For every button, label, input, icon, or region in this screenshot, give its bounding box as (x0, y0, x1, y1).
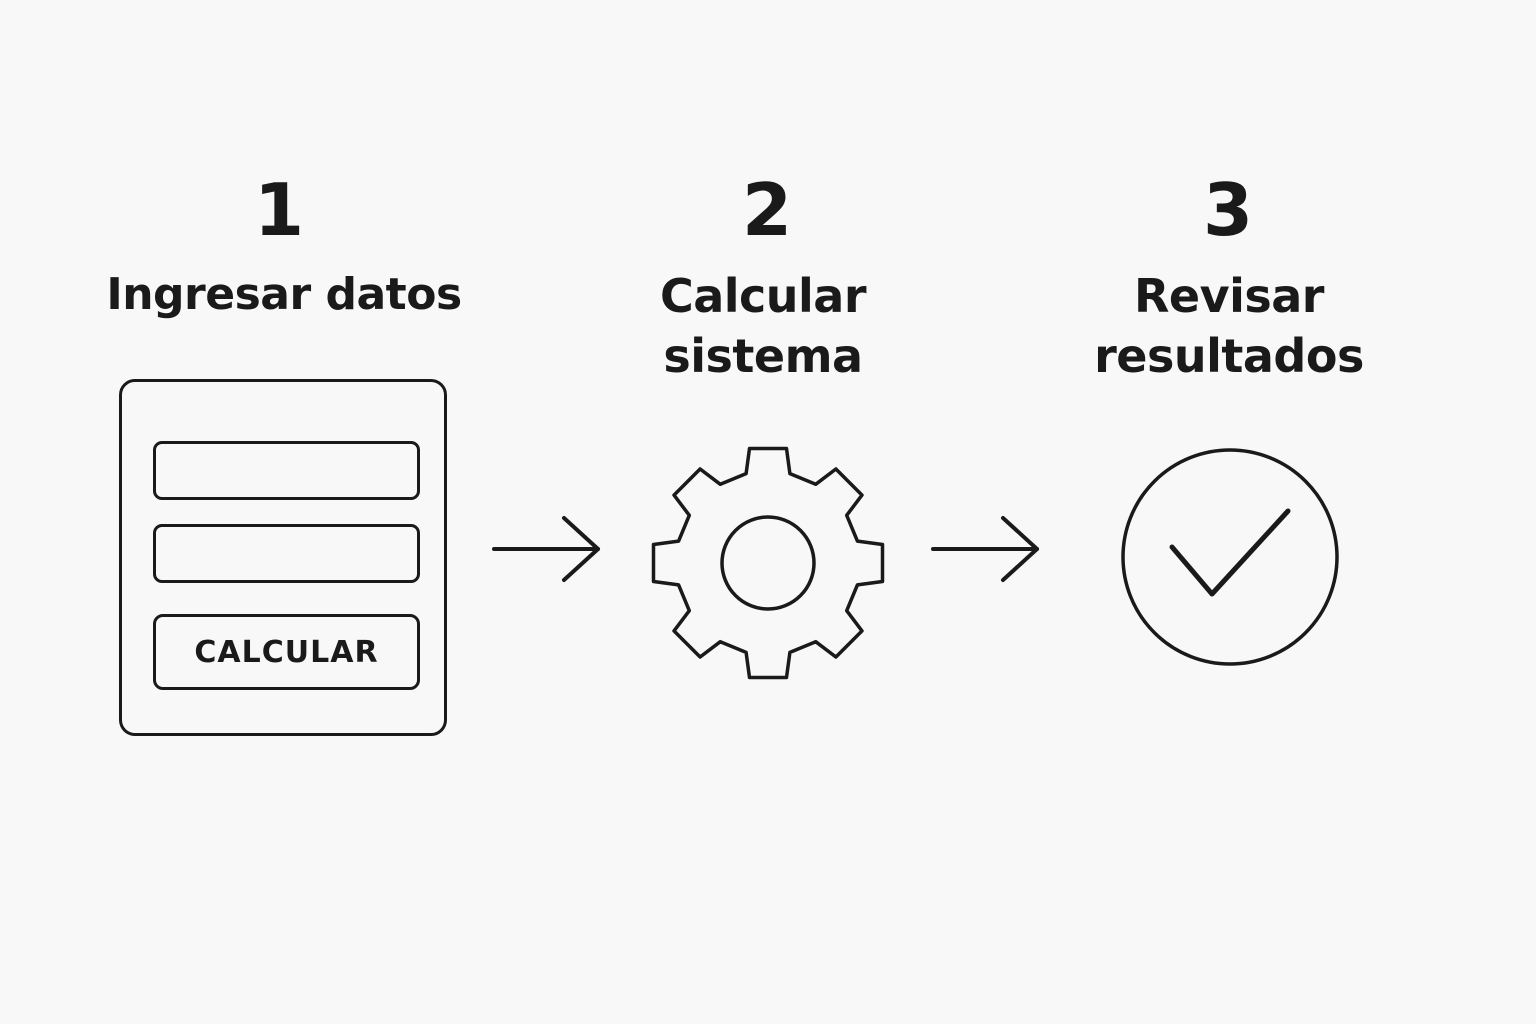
step-1-number: 1 (253, 168, 305, 252)
step-3-number: 3 (1202, 168, 1254, 252)
form-icon: CALCULAR (119, 379, 447, 736)
step-2-number: 2 (741, 168, 793, 252)
arrow-right-icon (492, 516, 600, 582)
step-2-title: Calcular sistema (563, 266, 963, 386)
step-1-title-line-1: Ingresar datos (106, 269, 462, 320)
calcular-button[interactable]: CALCULAR (153, 614, 420, 690)
form-field-2[interactable] (153, 524, 420, 583)
checkmark-icon (1169, 508, 1291, 597)
gear-icon (651, 446, 885, 680)
arrow-right-icon (931, 516, 1039, 582)
form-field-1[interactable] (153, 441, 420, 500)
step-3-title: Revisar resultados (1029, 266, 1429, 386)
step-2-title-line-1: Calcular (659, 269, 867, 323)
step-1-title: Ingresar datos (84, 265, 484, 325)
step-2-title-line-2: sistema (663, 329, 863, 383)
step-3-title-line-2: resultados (1094, 329, 1364, 383)
check-circle-icon (1121, 448, 1339, 666)
step-3-title-line-1: Revisar (1134, 269, 1324, 323)
